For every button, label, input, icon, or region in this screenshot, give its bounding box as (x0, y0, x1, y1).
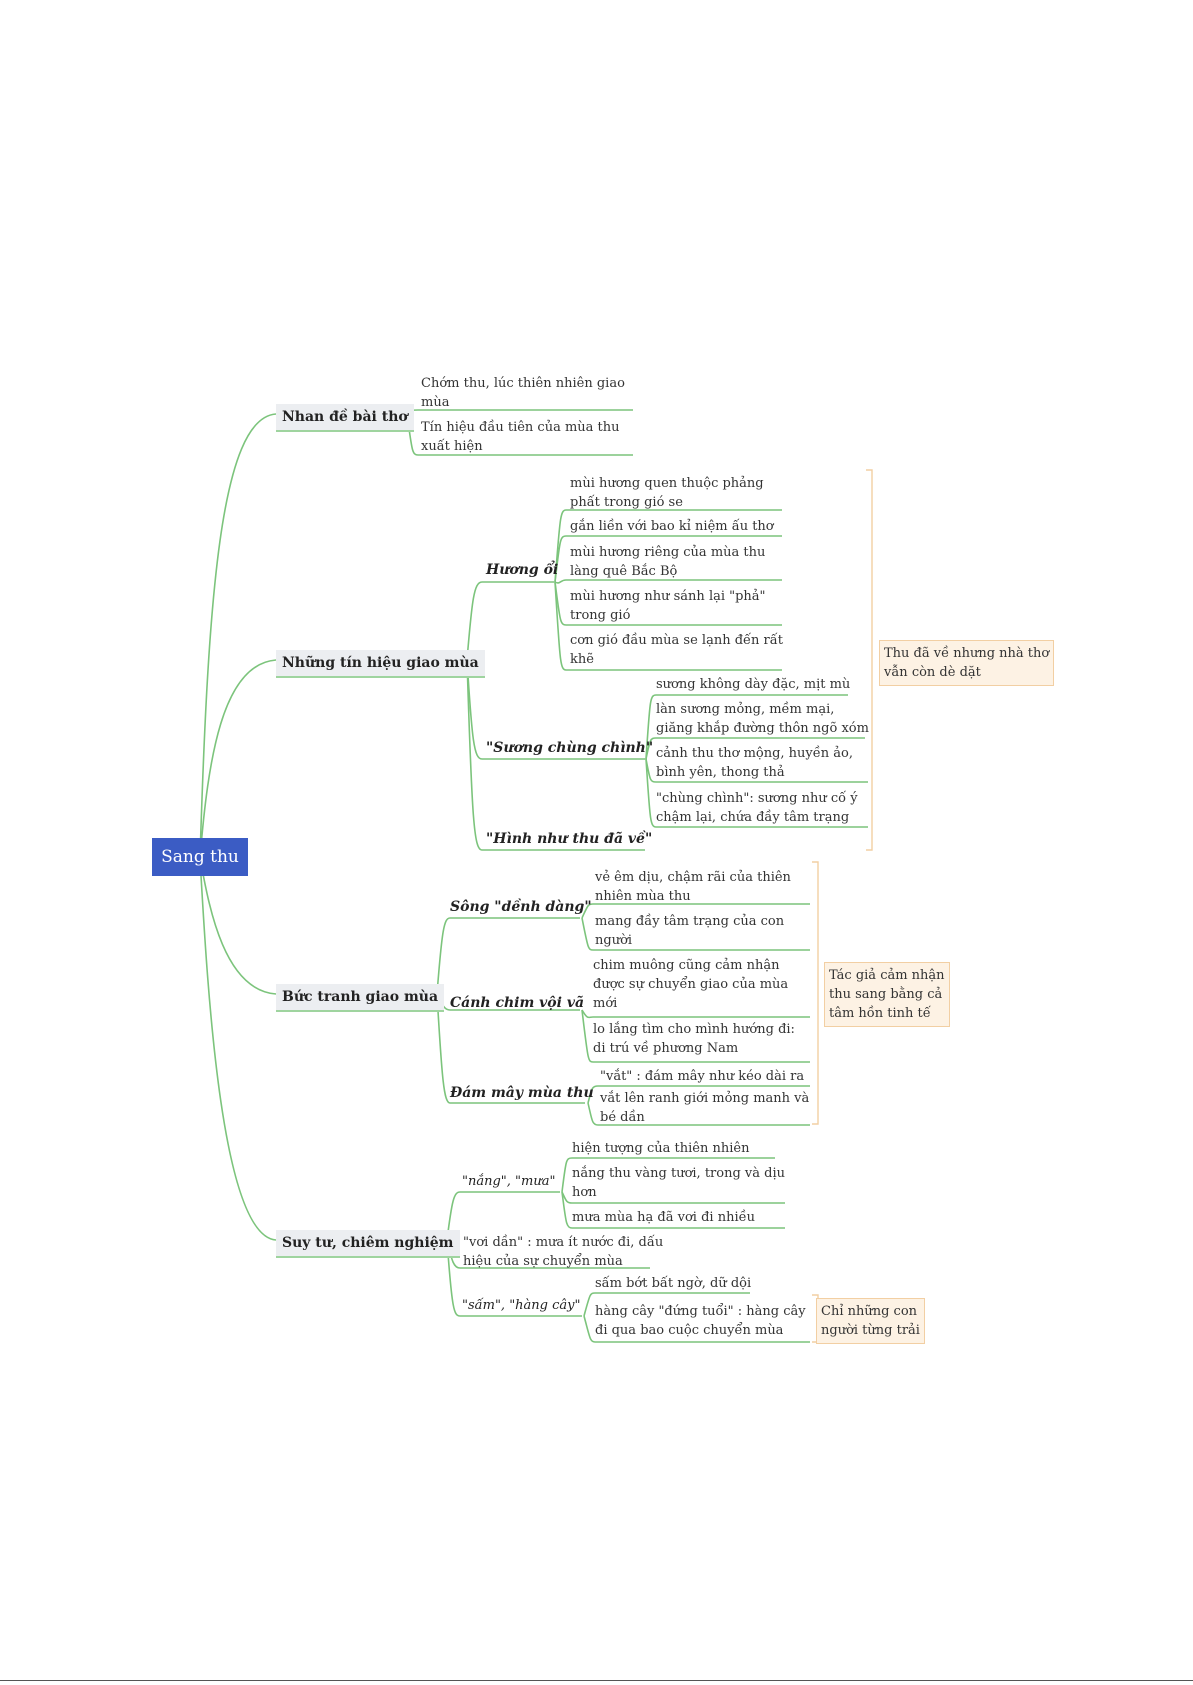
branch-nhan-de: Nhan đề bài thơ (276, 404, 414, 432)
leaf-song-2: mang đầy tâm trạng của con người (595, 914, 785, 948)
link-may-leaf1 (587, 1085, 810, 1104)
sub-hinh-nhu-thu-da-ve: "Hình như thu đã về" (486, 831, 653, 847)
link-suong-leaf2 (645, 737, 865, 760)
link-sam-leaf1 (583, 1292, 750, 1317)
leaf-b1-2: Tín hiệu đầu tiên của mùa thu xuất hiện (421, 420, 620, 454)
sub-huong-oi: Hương ổi (486, 562, 559, 578)
link-root-branch-2 (199, 659, 277, 859)
link-chim-leaf1 (581, 1009, 810, 1019)
link-suong-leaf4 (645, 758, 868, 828)
leaf-huongoi-5: cơn gió đầu mùa se lạnh đến rất khẽ (570, 633, 783, 667)
note-b3: Tác giả cảm nhận thu sang bằng cả tâm hồ… (824, 962, 950, 1027)
link-may-leaf2 (587, 1102, 810, 1126)
link-huongoi-leaf2 (554, 535, 782, 583)
note-bracket-1 (866, 469, 873, 851)
link-b3-sub1 (436, 917, 580, 995)
link-huongoi-leaf3 (554, 579, 782, 584)
leaf-nang-2: nắng thu vàng tươi, trong và dịu hơn (572, 1166, 785, 1200)
page-bottom-rule (0, 1680, 1193, 1681)
sub-canh-chim: Cánh chim vội vã (450, 995, 585, 1011)
link-root-branch-4 (199, 857, 277, 1241)
leaf-sam-2: hàng cây "đứng tuổi" : hàng cây đi qua b… (595, 1304, 806, 1338)
leaf-huongoi-3: mùi hương riêng của mùa thu làng quê Bắc… (570, 545, 766, 579)
link-b2-sub1 (466, 581, 554, 661)
link-sam-leaf2 (583, 1315, 810, 1343)
note-bracket-2 (812, 861, 819, 1125)
root-node: Sang thu (152, 838, 248, 876)
leaf-suong-1: sương không dày đặc, mịt mù (656, 677, 851, 692)
link-song-leaf1 (581, 903, 810, 919)
link-root-branch-1 (199, 413, 277, 859)
branch-tin-hieu: Những tín hiệu giao mùa (276, 650, 485, 678)
note-b4: Chỉ những con người từng trải (816, 1298, 925, 1344)
link-suong-leaf1 (645, 694, 848, 760)
link-b2-sub2 (466, 659, 645, 760)
leaf-huongoi-4: mùi hương như sánh lại "phả" trong gió (570, 589, 766, 623)
leaf-chim-1: chim muông cũng cảm nhận được sự chuyển … (593, 958, 789, 1011)
link-b3-sub3 (436, 993, 585, 1104)
leaf-huongoi-1: mùi hương quen thuộc phảng phất trong gi… (570, 476, 764, 510)
sub-suong-chung-chinh: "Sương chùng chình" (486, 740, 654, 756)
leaf-suong-4: "chùng chình": sương như cố ý chậm lại, … (656, 791, 858, 825)
leaf-may-2: vắt lên ranh giới mỏng manh và bé dần (600, 1091, 810, 1125)
leaf-sam-1: sấm bớt bất ngờ, dữ dội (595, 1276, 752, 1291)
sub-song-denh-dang: Sông "dềnh dàng" (450, 899, 592, 915)
link-song-leaf2 (581, 917, 810, 951)
leaf-may-1: "vắt" : đám mây như kéo dài ra (600, 1069, 805, 1084)
leaf-nang-1: hiện tượng của thiên nhiên (572, 1141, 750, 1156)
leaf-suong-3: cảnh thu thơ mộng, huyền ảo, bình yên, t… (656, 746, 853, 780)
link-b4-sub1 (446, 1191, 560, 1241)
link-nang-leaf3 (561, 1191, 785, 1229)
note-b2: Thu đã về nhưng nhà thơ vẫn còn dè dặt (879, 640, 1055, 686)
link-b4-sub3 (446, 1239, 582, 1317)
sub-dam-may: Đám mây mùa thu (450, 1085, 594, 1101)
leaf-suong-2: làn sương mỏng, mềm mại, giăng khắp đườn… (656, 702, 869, 736)
branch-suy-tu: Suy tư, chiêm nghiệm (276, 1230, 460, 1258)
link-b2-sub3 (466, 659, 645, 851)
leaf-huongoi-2: gắn liền với bao kỉ niệm ấu thơ (570, 519, 774, 534)
link-huongoi-leaf5 (554, 581, 782, 671)
link-chim-leaf2 (581, 1009, 810, 1063)
link-nang-leaf1 (561, 1157, 775, 1193)
link-root-branch-3 (199, 857, 277, 995)
leaf-chim-2: lo lắng tìm cho mình hướng đi: di trú về… (593, 1022, 795, 1056)
branch-buc-tranh: Bức tranh giao mùa (276, 984, 445, 1012)
leaf-song-1: vẻ êm dịu, chậm rãi của thiên nhiên mùa … (595, 870, 791, 904)
sub-nang-mua: "nắng", "mưa" (462, 1174, 556, 1189)
leaf-nang-3: mưa mùa hạ đã vơi đi nhiều (572, 1210, 755, 1225)
sub-sam-hang-cay: "sấm", "hàng cây" (462, 1298, 581, 1313)
leaf-b1-1: Chớm thu, lúc thiên nhiên giao mùa (421, 376, 625, 410)
sub-voi-dan: "vơi dần" : mưa ít nước đi, dấu hiệu của… (463, 1235, 664, 1269)
